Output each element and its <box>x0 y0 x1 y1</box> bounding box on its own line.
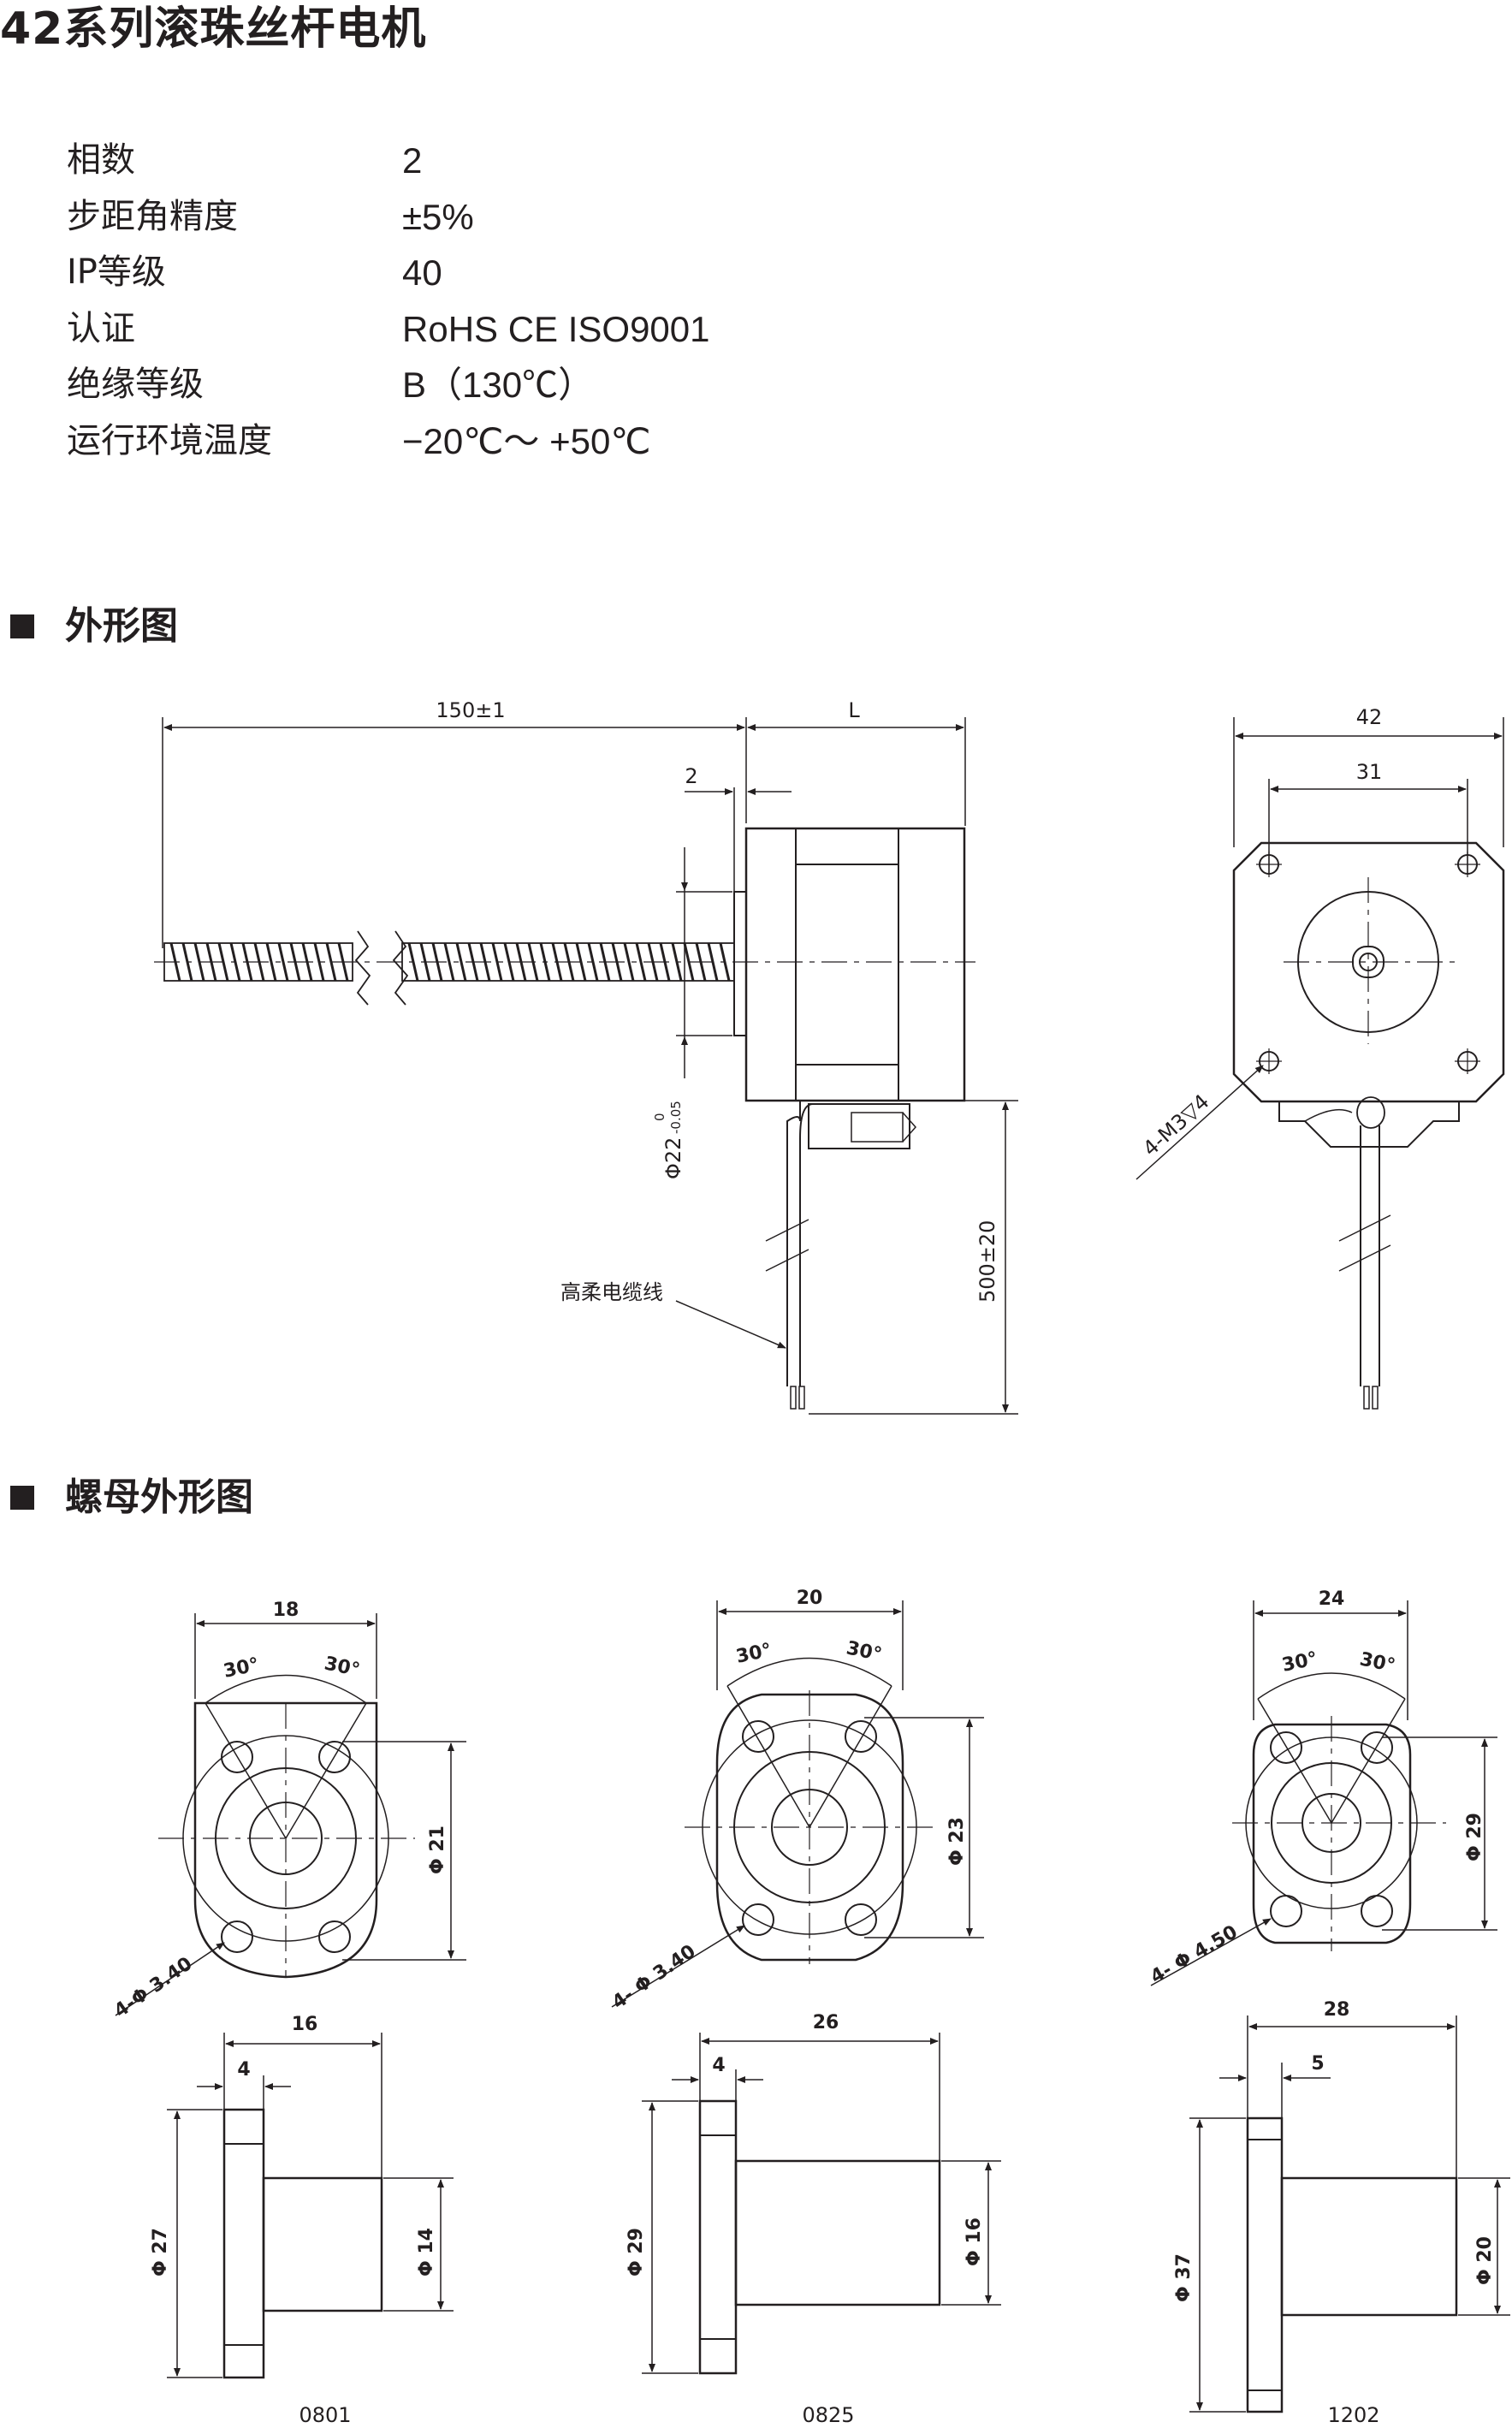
nut-body-dia: Φ 14 <box>416 2228 437 2277</box>
spec-row: 步距角精度 ±5% <box>67 189 837 246</box>
spec-label: 认证 <box>67 308 135 348</box>
page-title: 42系列滚珠丝杆电机 <box>0 3 427 55</box>
spec-value: B（130℃） <box>402 365 595 405</box>
spec-table: 相数 2 步距角精度 ±5% IP等级 40 认证 RoHS CE ISO900… <box>67 133 837 469</box>
nut-body-dia: Φ 16 <box>964 2217 985 2266</box>
dim-flange: 42 <box>1356 705 1383 729</box>
nut-0801-front <box>115 1613 466 2016</box>
spec-label: 绝缘等级 <box>67 365 204 404</box>
nut-flange-thk: 5 <box>1311 2053 1324 2075</box>
dim-screw-length: 150±1 <box>436 698 505 722</box>
nut-pcd: Φ 29 <box>1464 1813 1485 1861</box>
nut-flange-dia: Φ 27 <box>150 2228 171 2277</box>
spec-row: 运行环境温度 −20℃～ +50℃ <box>67 413 837 470</box>
nut-0825-front <box>611 1600 984 2008</box>
dim-boss-tol-lower: -0.05 <box>668 1101 684 1134</box>
cable-label: 高柔电缆线 <box>560 1280 663 1304</box>
nut-pcd: Φ 21 <box>427 1825 448 1874</box>
section-title-text: 螺母外形图 <box>65 1475 253 1519</box>
nut-0825-side <box>642 2033 1001 2375</box>
nut-width: 24 <box>1319 1588 1345 1610</box>
section-title-nut-outline: 螺母外形图 <box>10 1474 253 1522</box>
spec-value: ±5% <box>402 196 474 237</box>
spec-row: 认证 RoHS CE ISO9001 <box>67 301 837 358</box>
nut-width: 20 <box>797 1588 823 1609</box>
spec-label: 运行环境温度 <box>67 420 272 460</box>
nut-width: 18 <box>273 1600 299 1621</box>
spec-row: 绝缘等级 B（130℃） <box>67 357 837 413</box>
dim-boss-dia: Φ22 <box>661 1137 685 1179</box>
spec-value: 40 <box>402 252 442 293</box>
spec-label: 步距角精度 <box>67 196 238 236</box>
spec-row: IP等级 40 <box>67 245 837 301</box>
nut-angle-left: 30° <box>222 1654 261 1683</box>
nut-length: 16 <box>292 2014 318 2035</box>
nut-1202-side <box>1189 2015 1510 2413</box>
motor-front-view <box>1135 717 1505 1410</box>
dim-cable-length: 500±20 <box>975 1220 999 1303</box>
dim-boss: 2 <box>685 764 697 788</box>
section-title-text: 外形图 <box>65 604 178 648</box>
nut-holes: 4- Φ 4.50 <box>1147 1921 1242 1988</box>
nut-pcd: Φ 23 <box>946 1817 968 1866</box>
bullet-square-icon <box>10 1486 34 1510</box>
nut-angle-right: 30° <box>1358 1648 1397 1677</box>
nut-angle-left: 30° <box>734 1640 774 1668</box>
dim-thread: 4-M3▽4 <box>1138 1089 1213 1161</box>
spec-value: −20℃～ +50℃ <box>402 420 651 461</box>
nut-flange-dia: Φ 37 <box>1173 2253 1195 2302</box>
nut-body-dia: Φ 20 <box>1474 2236 1496 2285</box>
nut-model: 1202 <box>1327 2403 1379 2427</box>
nut-flange-dia: Φ 29 <box>626 2228 647 2277</box>
nut-angle-right: 30° <box>845 1637 884 1665</box>
spec-value: RoHS CE ISO9001 <box>402 308 710 349</box>
spec-label: 相数 <box>67 140 135 180</box>
dim-boss-tol-upper: 0 <box>652 1113 667 1121</box>
spec-value: 2 <box>402 140 423 181</box>
spec-label: IP等级 <box>67 252 166 292</box>
motor-side-view <box>154 717 1018 1415</box>
nut-1202-front <box>1150 1600 1497 1986</box>
nut-angle-right: 30° <box>323 1653 362 1681</box>
bullet-square-icon <box>10 614 34 638</box>
spec-row: 相数 2 <box>67 133 837 189</box>
nut-length: 28 <box>1324 1999 1350 2021</box>
nut-length: 26 <box>813 2012 839 2033</box>
nut-0801-side <box>167 2033 454 2379</box>
section-title-outline: 外形图 <box>10 603 178 650</box>
nut-flange-thk: 4 <box>712 2055 725 2076</box>
nut-holes: 4- Φ 3.40 <box>608 1941 700 2014</box>
nut-angle-left: 30° <box>1280 1648 1319 1677</box>
dim-hole-spacing: 31 <box>1356 760 1383 784</box>
nut-flange-thk: 4 <box>237 2059 250 2081</box>
nut-holes: 4-Φ 3.40 <box>110 1953 196 2022</box>
nut-model: 0801 <box>299 2403 351 2427</box>
nut-model: 0825 <box>802 2403 854 2427</box>
dim-body-length: L <box>848 698 860 722</box>
